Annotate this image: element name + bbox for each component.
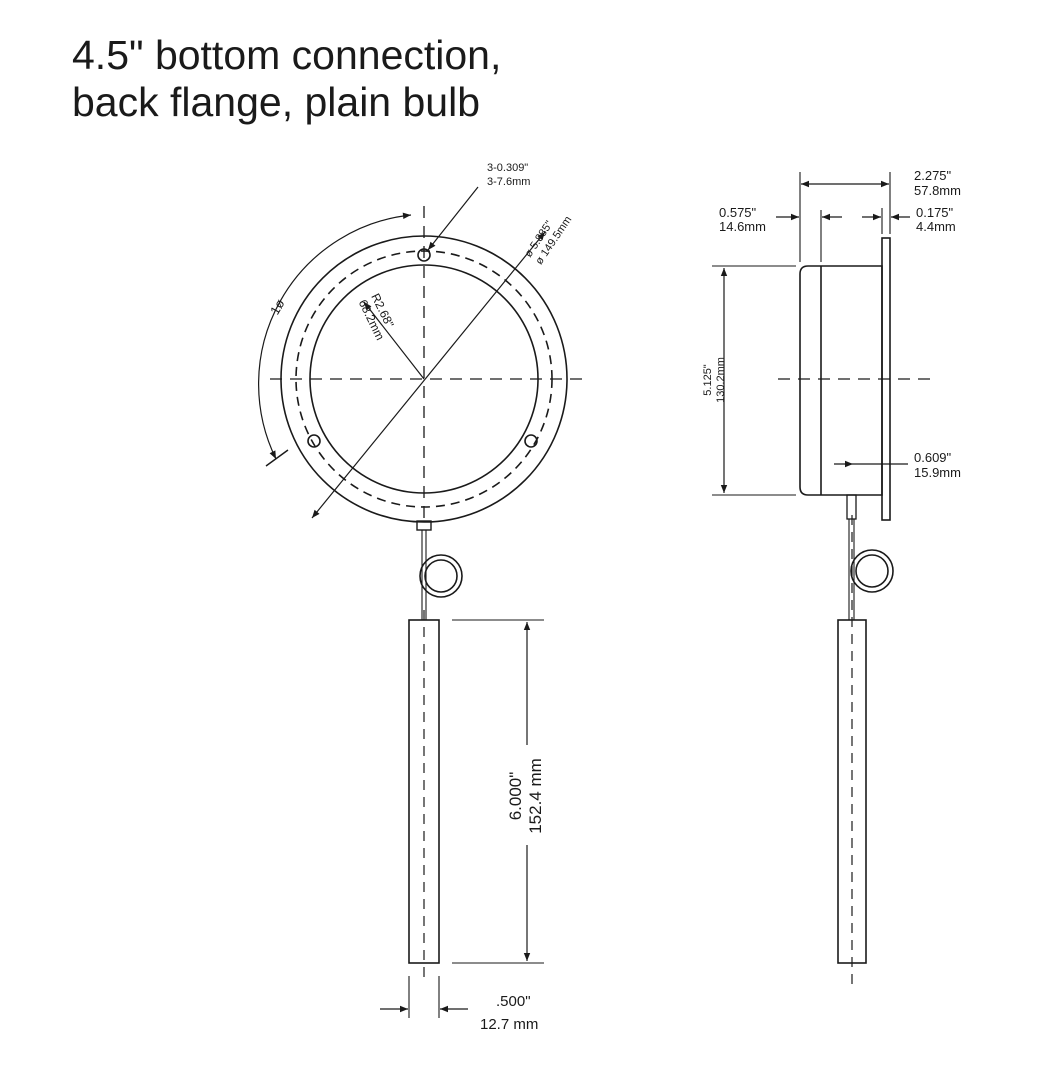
capillary-coil-outer xyxy=(419,554,463,598)
bezel-label-inch: 0.575" xyxy=(719,205,757,220)
flange-label-inch: 0.175" xyxy=(916,205,954,220)
bulb-width-mm: 12.7 mm xyxy=(480,1016,538,1033)
connection-label-mm: 15.9mm xyxy=(914,465,961,480)
side-view xyxy=(712,172,930,990)
bulb xyxy=(408,619,440,964)
depth-label-inch: 2.275" xyxy=(914,168,952,183)
page-title: 4.5" bottom connection, back flange, pla… xyxy=(72,32,501,126)
holes-label-inch: 3-0.309" xyxy=(487,162,528,174)
title-line-2: back flange, plain bulb xyxy=(72,79,481,125)
angle-extension-line xyxy=(265,449,289,467)
bulb-length-inch: 6.000" xyxy=(506,772,525,821)
title-line-1: 4.5" bottom connection, xyxy=(72,32,502,78)
flange-label-mm: 4.4mm xyxy=(916,219,956,234)
hole-leader-line xyxy=(427,186,479,251)
side-coil-outer xyxy=(850,549,894,593)
height-label-inch: 5.125" xyxy=(702,364,714,396)
diameter-dimension-line xyxy=(311,231,546,519)
connection-fitting xyxy=(416,520,432,531)
angle-label: 1ø xyxy=(267,297,288,318)
height-label-mm: 130.2mm xyxy=(715,357,727,403)
bezel-label-mm: 14.6mm xyxy=(719,219,766,234)
side-coil-inner xyxy=(855,554,889,588)
angle-arc xyxy=(258,212,412,460)
capillary-coil-inner xyxy=(424,559,458,593)
connection-label-inch: 0.609" xyxy=(914,450,952,465)
holes-label-mm: 3-7.6mm xyxy=(487,176,530,188)
depth-label-mm: 57.8mm xyxy=(914,183,961,198)
front-view xyxy=(258,186,582,1018)
bulb-width-inch: .500" xyxy=(496,993,531,1010)
case-body xyxy=(799,265,883,496)
bulb-length-mm: 152.4 mm xyxy=(526,758,545,834)
